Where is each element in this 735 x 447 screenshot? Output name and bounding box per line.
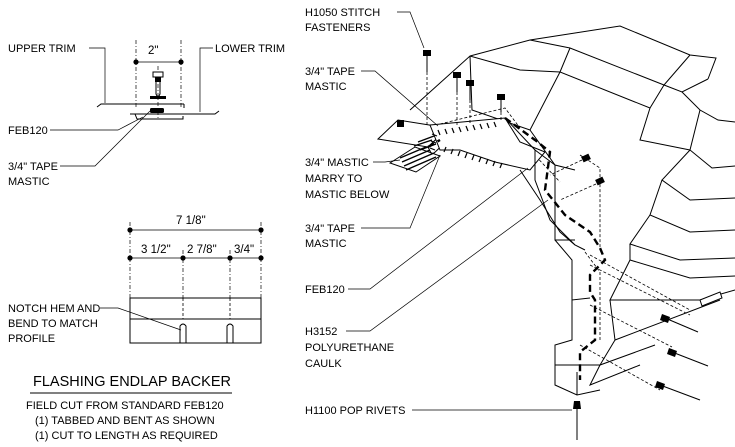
gable-top <box>409 55 561 111</box>
rivet-icon <box>667 348 709 367</box>
title-note-2: (1) TABBED AND BENT AS SHOWN <box>35 415 215 427</box>
notch-label-2: BEND TO MATCH <box>8 318 98 330</box>
rivet-icon <box>655 381 701 401</box>
pop-rivets <box>573 291 723 440</box>
stitch-label-2: FASTENERS <box>305 22 370 34</box>
upper-trim-label: UPPER TRIM <box>8 43 76 55</box>
screw-icon <box>453 72 461 125</box>
isometric-assembly: H1050 STITCH FASTENERS 3/4" TAPE MASTIC … <box>305 7 735 440</box>
upper-trim-sheet <box>96 103 184 108</box>
hem-marks <box>429 121 503 169</box>
marry-label-1: 3/4" MASTIC <box>305 157 369 169</box>
caulk-label-1: H3152 <box>305 326 337 338</box>
notch-1 <box>179 323 187 343</box>
stitch-fasteners-iso <box>397 50 605 201</box>
tape-mid-label-1: 3/4" TAPE <box>305 223 355 235</box>
tape-mid-label-2: MASTIC <box>305 238 347 250</box>
rivets-label: H1100 POP RIVETS <box>305 405 405 417</box>
tape-mastic-bead <box>150 108 164 113</box>
dimension-b: 2 7/8" <box>187 244 217 256</box>
lower-trim-sheet <box>130 110 220 115</box>
dimension-total: 7 1/8" <box>176 215 206 227</box>
title-note-1: FIELD CUT FROM STANDARD FEB120 <box>26 400 224 412</box>
screw-icon <box>549 153 591 176</box>
caulk-label-3: CAULK <box>305 358 342 370</box>
stitch-fastener-icon <box>150 66 166 120</box>
tape-mastic-label-left-1: 3/4" TAPE <box>8 161 58 173</box>
feb120-label-left: FEB120 <box>8 125 48 137</box>
backer-flat-pattern: 7 1/8" 3 1/2" 2 7/8" 3/4" NOTCH HEM AND … <box>8 215 264 345</box>
caulk-label-2: POLYURETHANE <box>305 342 394 354</box>
ridge-outline <box>469 25 717 80</box>
stitch-label-1: H1050 STITCH <box>305 7 380 19</box>
polyurethane-caulk-line <box>504 117 607 380</box>
screw-icon <box>466 80 474 125</box>
lower-trim-leader <box>199 47 213 112</box>
section-detail: UPPER TRIM LOWER TRIM 2" FEB120 <box>8 40 285 188</box>
tape-mastic-label-left-2: MASTIC <box>8 176 50 188</box>
screw-icon <box>423 50 431 125</box>
marry-label-2: MARRY TO <box>305 173 363 185</box>
feb120-backer-iso <box>429 117 546 171</box>
dimension-c: 3/4" <box>234 244 254 256</box>
rivet-icon <box>573 401 581 440</box>
notch-label-1: NOTCH HEM AND <box>8 303 100 315</box>
screw-icon <box>559 176 605 201</box>
title-block: FLASHING ENDLAP BACKER FIELD CUT FROM ST… <box>26 374 232 442</box>
feb120-label-right: FEB120 <box>305 284 345 296</box>
dimension-a: 3 1/2" <box>141 244 171 256</box>
title-heading: FLASHING ENDLAP BACKER <box>33 374 231 390</box>
feb120-backer <box>134 113 184 120</box>
tape-top-label-1: 3/4" TAPE <box>305 66 355 78</box>
tape-top-label-2: MASTIC <box>305 81 347 93</box>
flashing-edge <box>504 117 586 251</box>
notch-2 <box>226 323 234 343</box>
rivet-icon <box>660 314 699 333</box>
screw-icon <box>397 120 404 127</box>
title-note-3: (1) CUT TO LENGTH AS REQUIRED <box>35 430 218 442</box>
notch-label-3: PROFILE <box>8 333 55 345</box>
backer-sheet-outline <box>129 297 262 344</box>
lower-trim-label: LOWER TRIM <box>215 43 285 55</box>
screw-icon <box>497 94 505 122</box>
upper-trim-leader <box>89 47 106 103</box>
marry-label-3: MASTIC BELOW <box>305 189 390 201</box>
dimension-2in: 2" <box>148 45 158 57</box>
